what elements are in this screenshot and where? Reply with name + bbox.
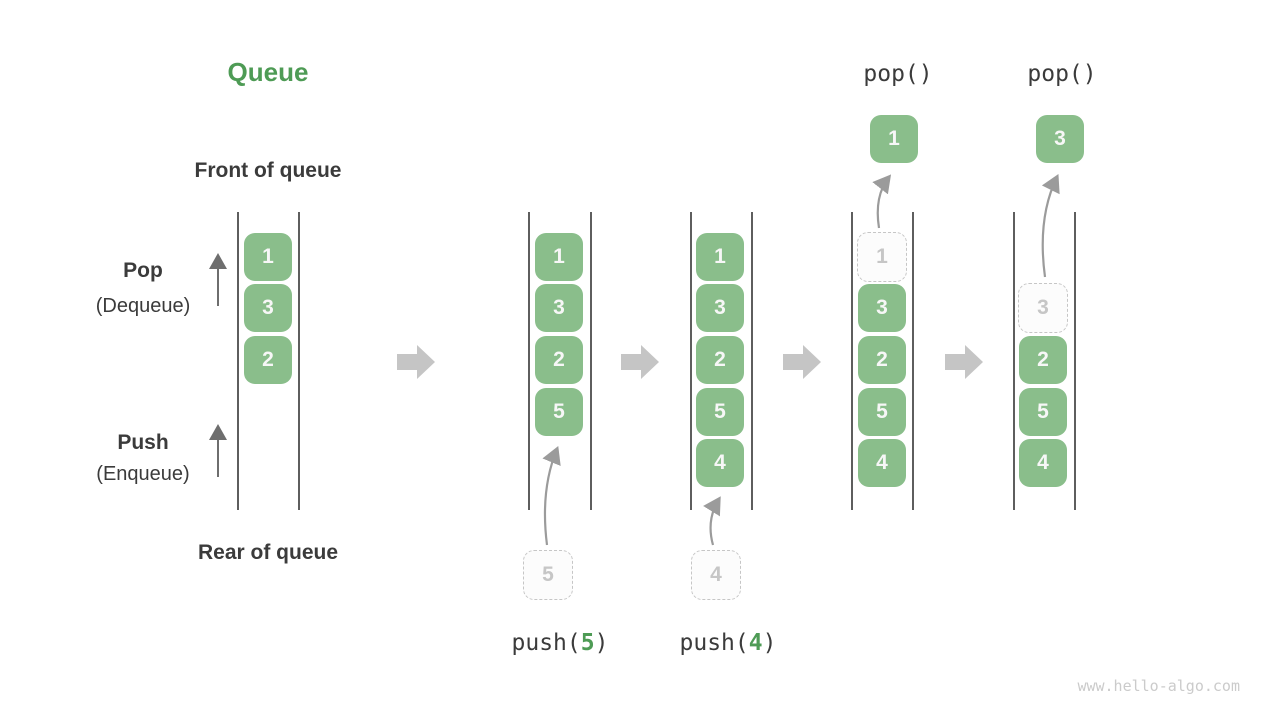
push-code-suffix: ) [762,630,777,656]
push-5-curve-arrow-icon [542,445,561,546]
queue-cell: 2 [1019,336,1067,384]
enqueue-label: (Enqueue) [96,463,190,485]
push-code-suffix: ) [594,630,609,656]
pop-1-curve-arrow-icon [872,174,892,229]
ghost-cell: 1 [857,232,907,282]
watermark: www.hello-algo.com [1077,677,1240,695]
pop-label: Pop [123,259,163,282]
push-code-arg: 5 [580,630,595,656]
queue-wall-right-1 [298,212,300,510]
queue-wall-left-2 [528,212,530,510]
front-of-queue-label: Front of queue [194,159,342,182]
queue-cell: 1 [244,233,292,281]
queue-wall-right-3 [751,212,753,510]
queue-cell: 2 [244,336,292,384]
pop-3-curve-arrow-icon [1041,174,1060,278]
push-code-arg: 4 [748,630,763,656]
pop-operation-label: pop() [1027,61,1097,87]
push-code-prefix: push( [511,630,581,656]
queue-cell: 4 [696,439,744,487]
dequeue-label: (Dequeue) [95,295,191,317]
push-4-curve-arrow-icon [703,496,721,546]
queue-wall-left-4 [851,212,853,510]
queue-cell: 2 [696,336,744,384]
queue-cell: 1 [696,233,744,281]
queue-wall-right-5 [1074,212,1076,510]
staged-element: 4 [691,550,741,600]
push-operation-label: push(4) [658,630,798,656]
queue-cell: 4 [858,439,906,487]
push-operation-label: push(5) [490,630,630,656]
popped-element: 1 [870,115,918,163]
ghost-cell: 3 [1018,283,1068,333]
queue-cell: 3 [696,284,744,332]
rear-of-queue-label: Rear of queue [197,541,339,564]
queue-cell: 5 [535,388,583,436]
queue-cell: 2 [858,336,906,384]
queue-wall-left-3 [690,212,692,510]
transition-arrow-4-icon [945,345,983,379]
queue-cell: 1 [535,233,583,281]
push-code-prefix: push( [679,630,749,656]
queue-cell: 3 [858,284,906,332]
staged-element: 5 [523,550,573,600]
queue-cell: 3 [535,284,583,332]
queue-cell: 5 [1019,388,1067,436]
transition-arrow-1-icon [397,345,435,379]
queue-cell: 2 [535,336,583,384]
queue-cell: 4 [1019,439,1067,487]
queue-wall-left-1 [237,212,239,510]
queue-wall-right-4 [912,212,914,510]
queue-cell: 3 [244,284,292,332]
push-label: Push [117,431,169,454]
queue-cell: 5 [696,388,744,436]
page-title: Queue [227,57,309,87]
queue-wall-left-5 [1013,212,1015,510]
queue-wall-right-2 [590,212,592,510]
popped-element: 3 [1036,115,1084,163]
transition-arrow-3-icon [783,345,821,379]
queue-cell: 5 [858,388,906,436]
transition-arrow-2-icon [621,345,659,379]
pop-operation-label: pop() [863,61,933,87]
